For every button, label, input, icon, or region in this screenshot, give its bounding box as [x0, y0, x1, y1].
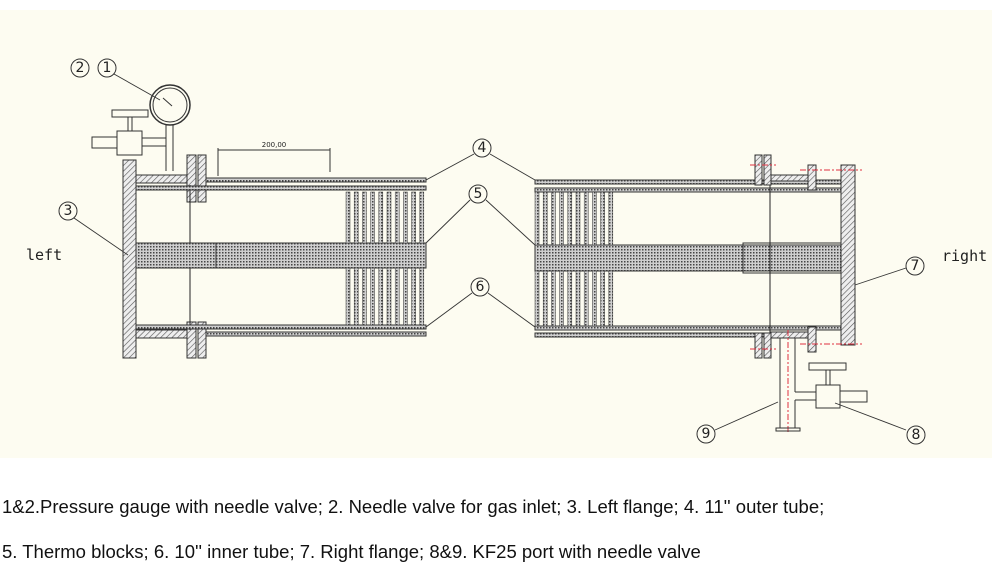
thermo-block-fin — [403, 267, 408, 326]
thermo-block-fin — [534, 191, 540, 246]
thermo-block-fin — [353, 267, 359, 326]
thermo-block-fin — [542, 191, 548, 246]
thermo-block-fin — [345, 191, 351, 244]
thermo-block-fin — [362, 267, 367, 326]
left-label: left — [26, 246, 62, 264]
callout-8: 8 — [906, 425, 926, 445]
drawing-background — [0, 10, 992, 458]
inner-tube-bottom — [135, 324, 427, 330]
callouts: 2 1 3 4 5 6 7 8 9 — [58, 58, 926, 445]
thermo-block-fin — [551, 270, 556, 327]
thermo-block-fin — [542, 270, 548, 327]
thermo-block-fin — [411, 191, 416, 244]
thermo-block-fin — [567, 191, 573, 246]
thermo-block-fin — [592, 270, 597, 327]
thermo-block-fin — [559, 191, 564, 246]
thermo-block-fin — [583, 270, 589, 327]
svg-text:6: 6 — [476, 279, 485, 295]
svg-text:8: 8 — [912, 427, 921, 443]
thermo-block-fin — [386, 191, 392, 244]
thermo-blocks-right — [534, 191, 614, 327]
thermo-block-fin — [575, 191, 581, 246]
tube-furnace-diagram: left right — [0, 10, 992, 458]
thermo-block-fin — [370, 267, 375, 326]
inner-tube-top — [135, 185, 427, 191]
right-label: right — [942, 247, 987, 265]
thermo-block-fin — [575, 270, 581, 327]
callout-4: 4 — [472, 138, 492, 158]
thermo-block-fin — [419, 191, 425, 244]
caption-line-2: 5. Thermo blocks; 6. 10'' inner tube; 7.… — [2, 541, 701, 562]
callout-9: 9 — [696, 424, 716, 444]
thermo-block-fin — [567, 270, 573, 327]
thermo-block-fin — [370, 191, 375, 244]
thermo-block-fin — [353, 191, 359, 244]
pressure-gauge — [149, 84, 191, 126]
thermo-block-fin — [583, 191, 589, 246]
callout-3: 3 — [58, 201, 78, 221]
thermo-block-fin — [559, 270, 564, 327]
leader-lines — [73, 73, 907, 431]
callout-7: 7 — [905, 256, 925, 276]
thermo-block-fin — [403, 191, 408, 244]
thermo-block-fin — [608, 270, 614, 327]
outer-tube-bottom — [205, 331, 427, 337]
thermo-block-fin — [362, 191, 367, 244]
dimension-label: 200,00 — [262, 141, 287, 149]
callout-2: 2 — [70, 58, 90, 78]
thermo-block-fin — [345, 267, 351, 326]
callout-1: 1 — [97, 58, 117, 78]
svg-text:2: 2 — [76, 60, 85, 76]
thermo-block-fin — [551, 191, 556, 246]
kf25-port — [775, 427, 801, 432]
thermo-block-fin — [378, 191, 384, 244]
thermo-block-fin — [608, 191, 614, 246]
thermo-block-fin — [378, 267, 384, 326]
svg-text:9: 9 — [702, 426, 711, 442]
thermo-block-fin — [386, 267, 392, 326]
thermo-rod — [135, 242, 427, 269]
svg-text:3: 3 — [64, 203, 73, 219]
left-flange — [122, 159, 137, 359]
thermo-block-fin — [394, 191, 400, 244]
right-flange — [840, 164, 856, 346]
svg-text:5: 5 — [474, 186, 483, 202]
thermo-block-fin — [592, 191, 597, 246]
thermo-block-fin — [411, 267, 416, 326]
thermo-blocks-left — [345, 191, 425, 326]
thermo-block-fin — [600, 270, 605, 327]
svg-text:4: 4 — [478, 140, 487, 156]
svg-text:1: 1 — [103, 60, 112, 76]
outer-tube-top — [205, 177, 427, 183]
thermo-block-fin — [534, 270, 540, 327]
thermo-rod-right — [534, 244, 846, 272]
svg-text:7: 7 — [911, 258, 920, 274]
thermo-block-fin — [600, 191, 605, 246]
caption-line-1: 1&2.Pressure gauge with needle valve; 2.… — [2, 496, 825, 517]
thermo-block-fin — [394, 267, 400, 326]
right-assembly — [534, 154, 868, 432]
callout-5: 5 — [468, 184, 488, 204]
thermo-block-fin — [419, 267, 425, 326]
callout-6: 6 — [470, 277, 490, 297]
